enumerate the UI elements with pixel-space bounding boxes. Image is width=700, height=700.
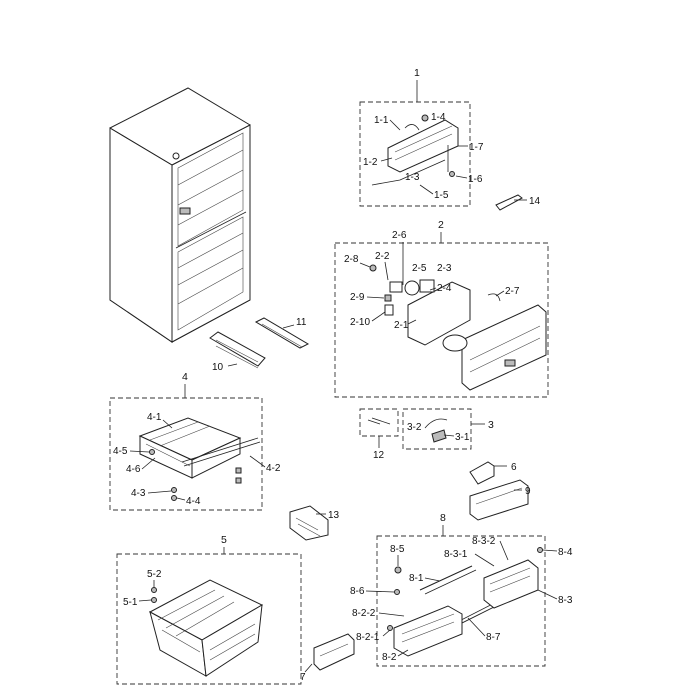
label-3: 3 [488, 419, 494, 431]
refrigerator-cabinet [109, 87, 251, 343]
parts-6-9-13: 6 9 13 [289, 461, 531, 541]
label-2-9: 2-9 [350, 292, 365, 303]
label-1-4: 1-4 [431, 112, 446, 123]
label-8-4: 8-4 [558, 547, 573, 558]
label-2-7: 2-7 [505, 286, 520, 297]
label-4-3: 4-3 [131, 488, 146, 499]
label-4: 4 [182, 371, 188, 383]
label-4-4: 4-4 [186, 496, 201, 507]
label-2: 2 [438, 219, 444, 231]
label-8-2: 8-2 [382, 652, 397, 663]
label-5-1: 5-1 [123, 597, 138, 608]
group-3-and-part-12: 12 3-2 3-1 3 [359, 408, 494, 461]
label-5: 5 [221, 534, 227, 546]
label-2-6: 2-6 [392, 230, 407, 241]
label-8-5: 8-5 [390, 544, 405, 555]
label-10: 10 [212, 362, 224, 373]
label-13: 13 [328, 510, 340, 521]
label-1-1: 1-1 [374, 115, 389, 126]
group-1-assembly: 1 1-1 1-4 1-2 1-7 1-3 1-6 1-5 [359, 67, 484, 207]
label-1-2: 1-2 [363, 157, 378, 168]
label-8-3: 8-3 [558, 595, 573, 606]
label-4-2: 4-2 [266, 463, 281, 474]
label-2-1: 2-1 [394, 320, 409, 331]
label-6: 6 [511, 462, 517, 473]
label-8-3-2: 8-3-2 [472, 536, 496, 547]
label-2-2: 2-2 [375, 251, 390, 262]
label-8-1: 8-1 [409, 573, 424, 584]
label-7: 7 [300, 672, 306, 683]
label-1-6: 1-6 [468, 174, 483, 185]
label-2-3: 2-3 [437, 263, 452, 274]
label-1: 1 [414, 67, 420, 79]
label-8-6: 8-6 [350, 586, 365, 597]
group-2-assembly: 2 2-6 2-8 2-2 2-5 2-3 2-4 2-7 2-9 2-10 [334, 219, 549, 398]
label-4-1: 4-1 [147, 412, 162, 423]
label-8-2-2: 8-2-2 [352, 608, 376, 619]
label-2-4: 2-4 [437, 283, 452, 294]
label-1-5: 1-5 [434, 190, 449, 201]
group-8-assembly: 8 8-3-2 8-4 8-5 8-3-1 8-1 8-6 8-3 8-2- [350, 512, 573, 667]
label-2-5: 2-5 [412, 263, 427, 274]
label-2-10: 2-10 [350, 317, 370, 328]
label-8: 8 [440, 512, 446, 524]
label-3-1: 3-1 [455, 432, 470, 443]
label-8-7: 8-7 [486, 632, 501, 643]
label-1-7: 1-7 [469, 142, 484, 153]
label-2-8: 2-8 [344, 254, 359, 265]
parts-10-11: 11 10 [209, 317, 310, 373]
label-3-2: 3-2 [407, 422, 422, 433]
label-1-3: 1-3 [405, 172, 420, 183]
label-5-2: 5-2 [147, 569, 162, 580]
group-4-assembly: 4 4-1 4-5 4-6 4-2 4-3 4-4 [109, 371, 281, 511]
label-4-5: 4-5 [113, 446, 128, 457]
label-11: 11 [296, 317, 307, 328]
label-9: 9 [525, 486, 531, 497]
part-14: 14 [495, 194, 541, 211]
label-14: 14 [529, 196, 541, 207]
part-7: 7 [300, 633, 355, 683]
label-8-3-1: 8-3-1 [444, 549, 468, 560]
group-5-assembly: 5 5-2 5-1 [116, 534, 302, 685]
label-8-2-1: 8-2-1 [356, 632, 380, 643]
label-4-6: 4-6 [126, 464, 141, 475]
label-12: 12 [373, 450, 385, 461]
